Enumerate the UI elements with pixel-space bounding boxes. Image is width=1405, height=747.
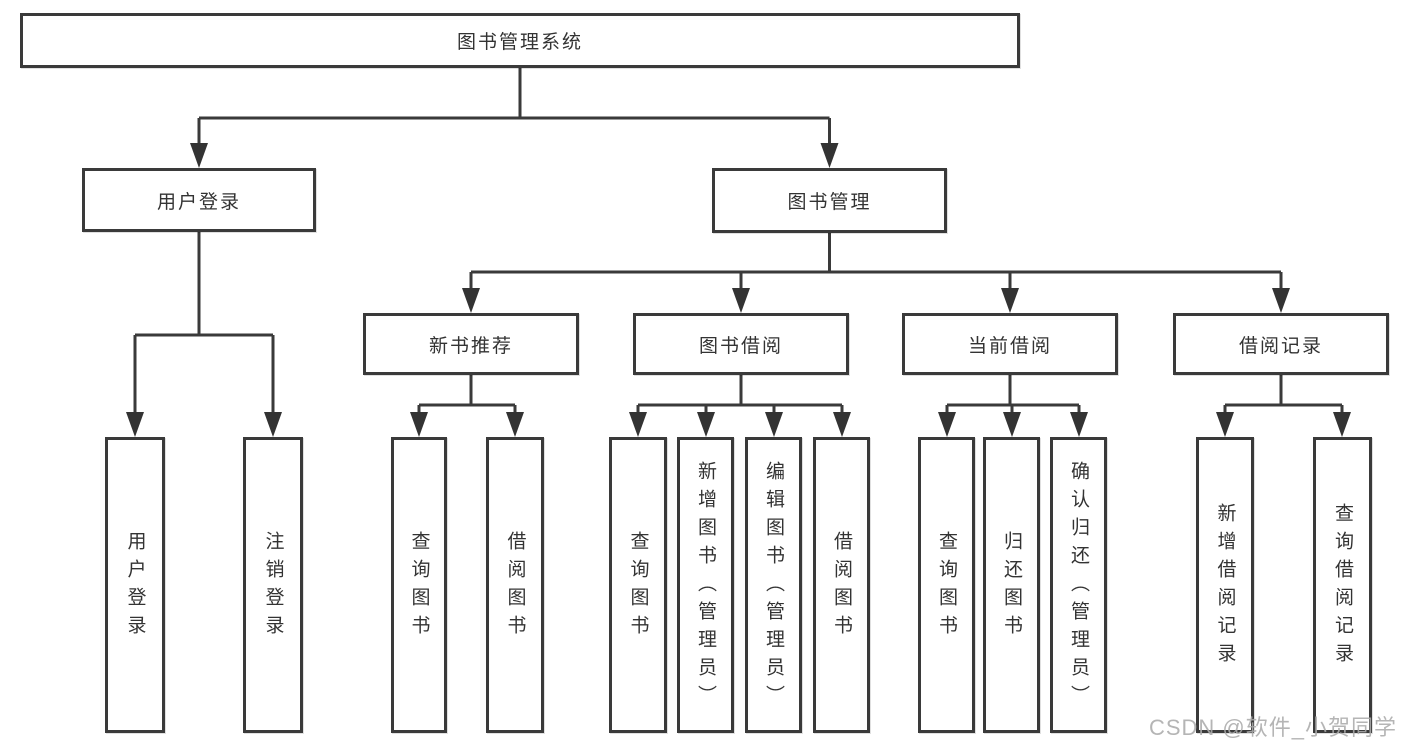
leaf-add-borrow-record: 新增借阅记录 — [1196, 437, 1254, 733]
node-current-borrowing: 当前借阅 — [902, 313, 1118, 375]
connector-user-login-children — [126, 232, 282, 437]
node-label: 用户登录 — [156, 191, 241, 213]
arrowhead — [1272, 288, 1290, 313]
leaf-confirm-return-admin: 确认归还（管理员） — [1050, 437, 1107, 733]
arrowhead — [1070, 412, 1088, 437]
connector-line — [133, 232, 275, 415]
connector-borrowing-records-children — [1216, 375, 1351, 437]
connector-book-borrowing-children — [629, 375, 851, 437]
arrowhead — [462, 288, 480, 313]
arrowhead — [126, 412, 144, 437]
arrowhead — [410, 412, 428, 437]
leaf-add-book-admin: 新增图书（管理员） — [677, 437, 734, 733]
node-label: 归还图书 — [1001, 531, 1022, 643]
arrowhead — [629, 412, 647, 437]
node-label: 图书借阅 — [698, 335, 783, 357]
node-user-login: 用户登录 — [82, 168, 316, 232]
leaf-query-books-current: 查询图书 — [918, 437, 975, 733]
node-label: 查询借阅记录 — [1332, 503, 1353, 671]
leaf-logout: 注销登录 — [243, 437, 303, 733]
node-label: 查询图书 — [408, 531, 430, 643]
leaf-query-books-borrowing: 查询图书 — [609, 437, 667, 733]
arrowhead — [1003, 412, 1021, 437]
connector-line — [197, 68, 831, 146]
leaf-edit-book-admin: 编辑图书（管理员） — [745, 437, 802, 733]
leaf-borrow-books-recommend: 借阅图书 — [486, 437, 544, 733]
connector-line — [945, 375, 1081, 415]
leaf-user-login: 用户登录 — [105, 437, 165, 733]
node-label: 新增图书（管理员） — [695, 461, 716, 713]
connector-book-management-children — [462, 233, 1290, 313]
node-root: 图书管理系统 — [20, 13, 1020, 68]
connector-line — [469, 233, 1283, 291]
arrowhead — [732, 288, 750, 313]
arrowhead — [938, 412, 956, 437]
node-label: 当前借阅 — [967, 335, 1052, 357]
connector-root-to-level2 — [190, 68, 839, 168]
connector-current-borrowing-children — [938, 375, 1088, 437]
node-book-management: 图书管理 — [712, 168, 947, 233]
node-book-borrowing: 图书借阅 — [633, 313, 849, 375]
arrowhead — [506, 412, 524, 437]
node-label: 图书管理系统 — [456, 32, 583, 53]
node-label: 新增借阅记录 — [1214, 503, 1236, 671]
arrowhead — [1216, 412, 1234, 437]
node-label: 查询图书 — [627, 531, 649, 643]
leaf-query-borrow-record: 查询借阅记录 — [1313, 437, 1372, 733]
arrowhead — [820, 143, 839, 168]
arrowhead — [1001, 288, 1019, 313]
node-label: 借阅记录 — [1238, 335, 1323, 357]
arrowhead — [833, 412, 851, 437]
arrowhead — [1333, 412, 1351, 437]
node-label: 编辑图书（管理员） — [763, 461, 784, 713]
node-label: 图书管理 — [787, 192, 872, 213]
node-label: 查询图书 — [936, 531, 957, 643]
node-new-book-recommend: 新书推荐 — [363, 313, 579, 375]
node-label: 注销登录 — [262, 531, 284, 643]
arrowhead — [264, 412, 282, 437]
node-label: 借阅图书 — [831, 531, 852, 643]
csdn-watermark: CSDN @软件_小贺同学 — [1148, 715, 1397, 740]
arrowhead — [697, 412, 715, 437]
connector-line — [636, 375, 844, 415]
node-label: 确认归还（管理员） — [1068, 461, 1089, 713]
node-label: 新书推荐 — [428, 335, 513, 357]
connector-new-book-children — [410, 375, 524, 437]
node-label: 用户登录 — [124, 531, 146, 643]
arrowhead — [190, 143, 208, 168]
arrowhead — [765, 412, 783, 437]
node-borrowing-records: 借阅记录 — [1173, 313, 1389, 375]
leaf-query-books-recommend: 查询图书 — [391, 437, 447, 733]
connector-line — [417, 375, 517, 415]
connector-line — [1223, 375, 1344, 415]
node-label: 借阅图书 — [504, 531, 526, 643]
leaf-borrow-books-borrowing: 借阅图书 — [813, 437, 870, 733]
leaf-return-books: 归还图书 — [983, 437, 1040, 733]
